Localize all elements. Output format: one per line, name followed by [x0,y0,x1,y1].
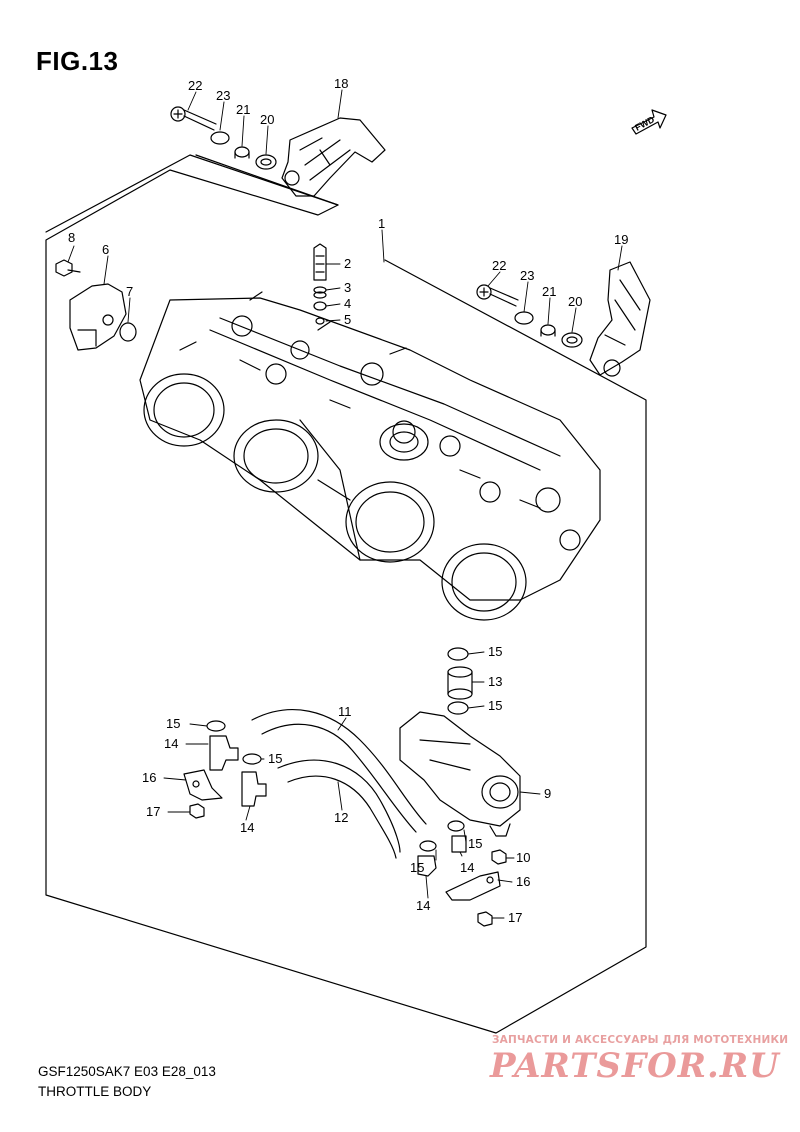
callout-11: 11 [338,704,352,719]
fitting-14-left-a [209,735,239,771]
screw-22-upper-right [476,284,519,307]
callout-21-upper-left: 21 [236,102,250,117]
screw-22-upper-left [170,106,217,131]
callout-numbers: 22 23 21 20 18 1 2 3 4 5 8 6 7 22 23 21 … [68,76,628,925]
o-ring-5 [315,317,325,325]
callout-23-upper-right: 23 [520,268,534,283]
callout-16-right: 16 [516,874,530,889]
o-ring-15-upper [447,647,469,661]
figure-title: FIG.13 [36,46,119,76]
callout-22-upper-right: 22 [492,258,506,273]
callout-14-left-b: 14 [240,820,254,835]
o-ring-15-left-a [206,720,226,732]
idle-speed-valve-9 [399,711,521,837]
throttle-body-assembly [139,291,601,621]
assembly-outline-inner [195,154,339,206]
callout-15-lower-a: 15 [468,836,482,851]
leader-lines [67,89,623,919]
callout-14-lower-b: 14 [416,898,430,913]
fitting-14-lower-b [417,855,437,877]
fitting-14-left-b [241,771,267,807]
callout-7: 7 [126,284,133,299]
collar-21-upper-right [540,324,556,337]
callout-6: 6 [102,242,109,257]
callout-15-upper: 15 [488,644,502,659]
callout-10: 10 [516,850,530,865]
sleeve-13 [447,666,473,700]
watermark-brand: PARTSFOR.RU [490,1046,780,1086]
callout-2: 2 [344,256,351,271]
callout-9: 9 [544,786,551,801]
hose-11 [251,709,427,833]
callout-17-right: 17 [508,910,522,925]
grommet-20-upper-right [561,332,583,348]
callout-15-middle: 15 [488,698,502,713]
assembly-outline-frame [45,154,647,1034]
grommet-20-upper-left [255,154,277,170]
callout-20-upper-left: 20 [260,112,274,127]
screw-17-left [189,803,205,819]
fitting-14-lower-a [451,835,467,853]
callout-18: 18 [334,76,348,91]
washer-4 [313,301,327,311]
part-18-bracket [281,117,386,197]
callout-3: 3 [344,280,351,295]
spring-3 [313,286,327,299]
o-ring-7 [119,322,137,342]
o-ring-15-lower-b [419,840,437,852]
bracket-16-left [183,769,223,801]
throttle-position-sensor-6 [69,283,127,351]
callout-22-upper-left: 22 [188,78,202,93]
callout-8: 8 [68,230,75,245]
callout-14-left-a: 14 [164,736,178,751]
screw-10 [491,849,507,865]
adjusting-screw-2 [313,243,327,281]
o-ring-15-middle [447,701,469,715]
callout-5: 5 [344,312,351,327]
callout-17-left: 17 [146,804,160,819]
callout-23-upper-left: 23 [216,88,230,103]
callout-16-left: 16 [142,770,156,785]
collar-21-upper-left [234,146,250,159]
bracket-16-right [445,871,501,901]
forward-direction-arrow [631,109,667,135]
washer-23-upper-left [210,131,230,145]
section-name: THROTTLE BODY [38,1084,152,1099]
model-code: GSF1250SAK7 E03 E28_013 [38,1064,216,1079]
callout-4: 4 [344,296,351,311]
callout-13: 13 [488,674,502,689]
callout-19: 19 [614,232,628,247]
o-ring-15-left-b [242,753,262,765]
washer-23-upper-right [514,311,534,325]
watermark-tagline: ЗАПЧАСТИ И АКСЕССУАРЫ ДЛЯ МОТОТЕХНИКИ [492,1034,789,1046]
callout-15-left-b: 15 [268,751,282,766]
callout-1: 1 [378,216,385,231]
callout-21-upper-right: 21 [542,284,556,299]
o-ring-15-lower-a [447,820,465,832]
hose-12 [277,759,401,859]
callout-14-lower-a: 14 [460,860,474,875]
callout-20-upper-right: 20 [568,294,582,309]
screw-8 [55,259,81,277]
part-19-bracket [589,261,651,377]
callout-15-left-a: 15 [166,716,180,731]
callout-15-lower-b: 15 [410,860,424,875]
callout-12: 12 [334,810,348,825]
screw-17-right [477,911,493,927]
